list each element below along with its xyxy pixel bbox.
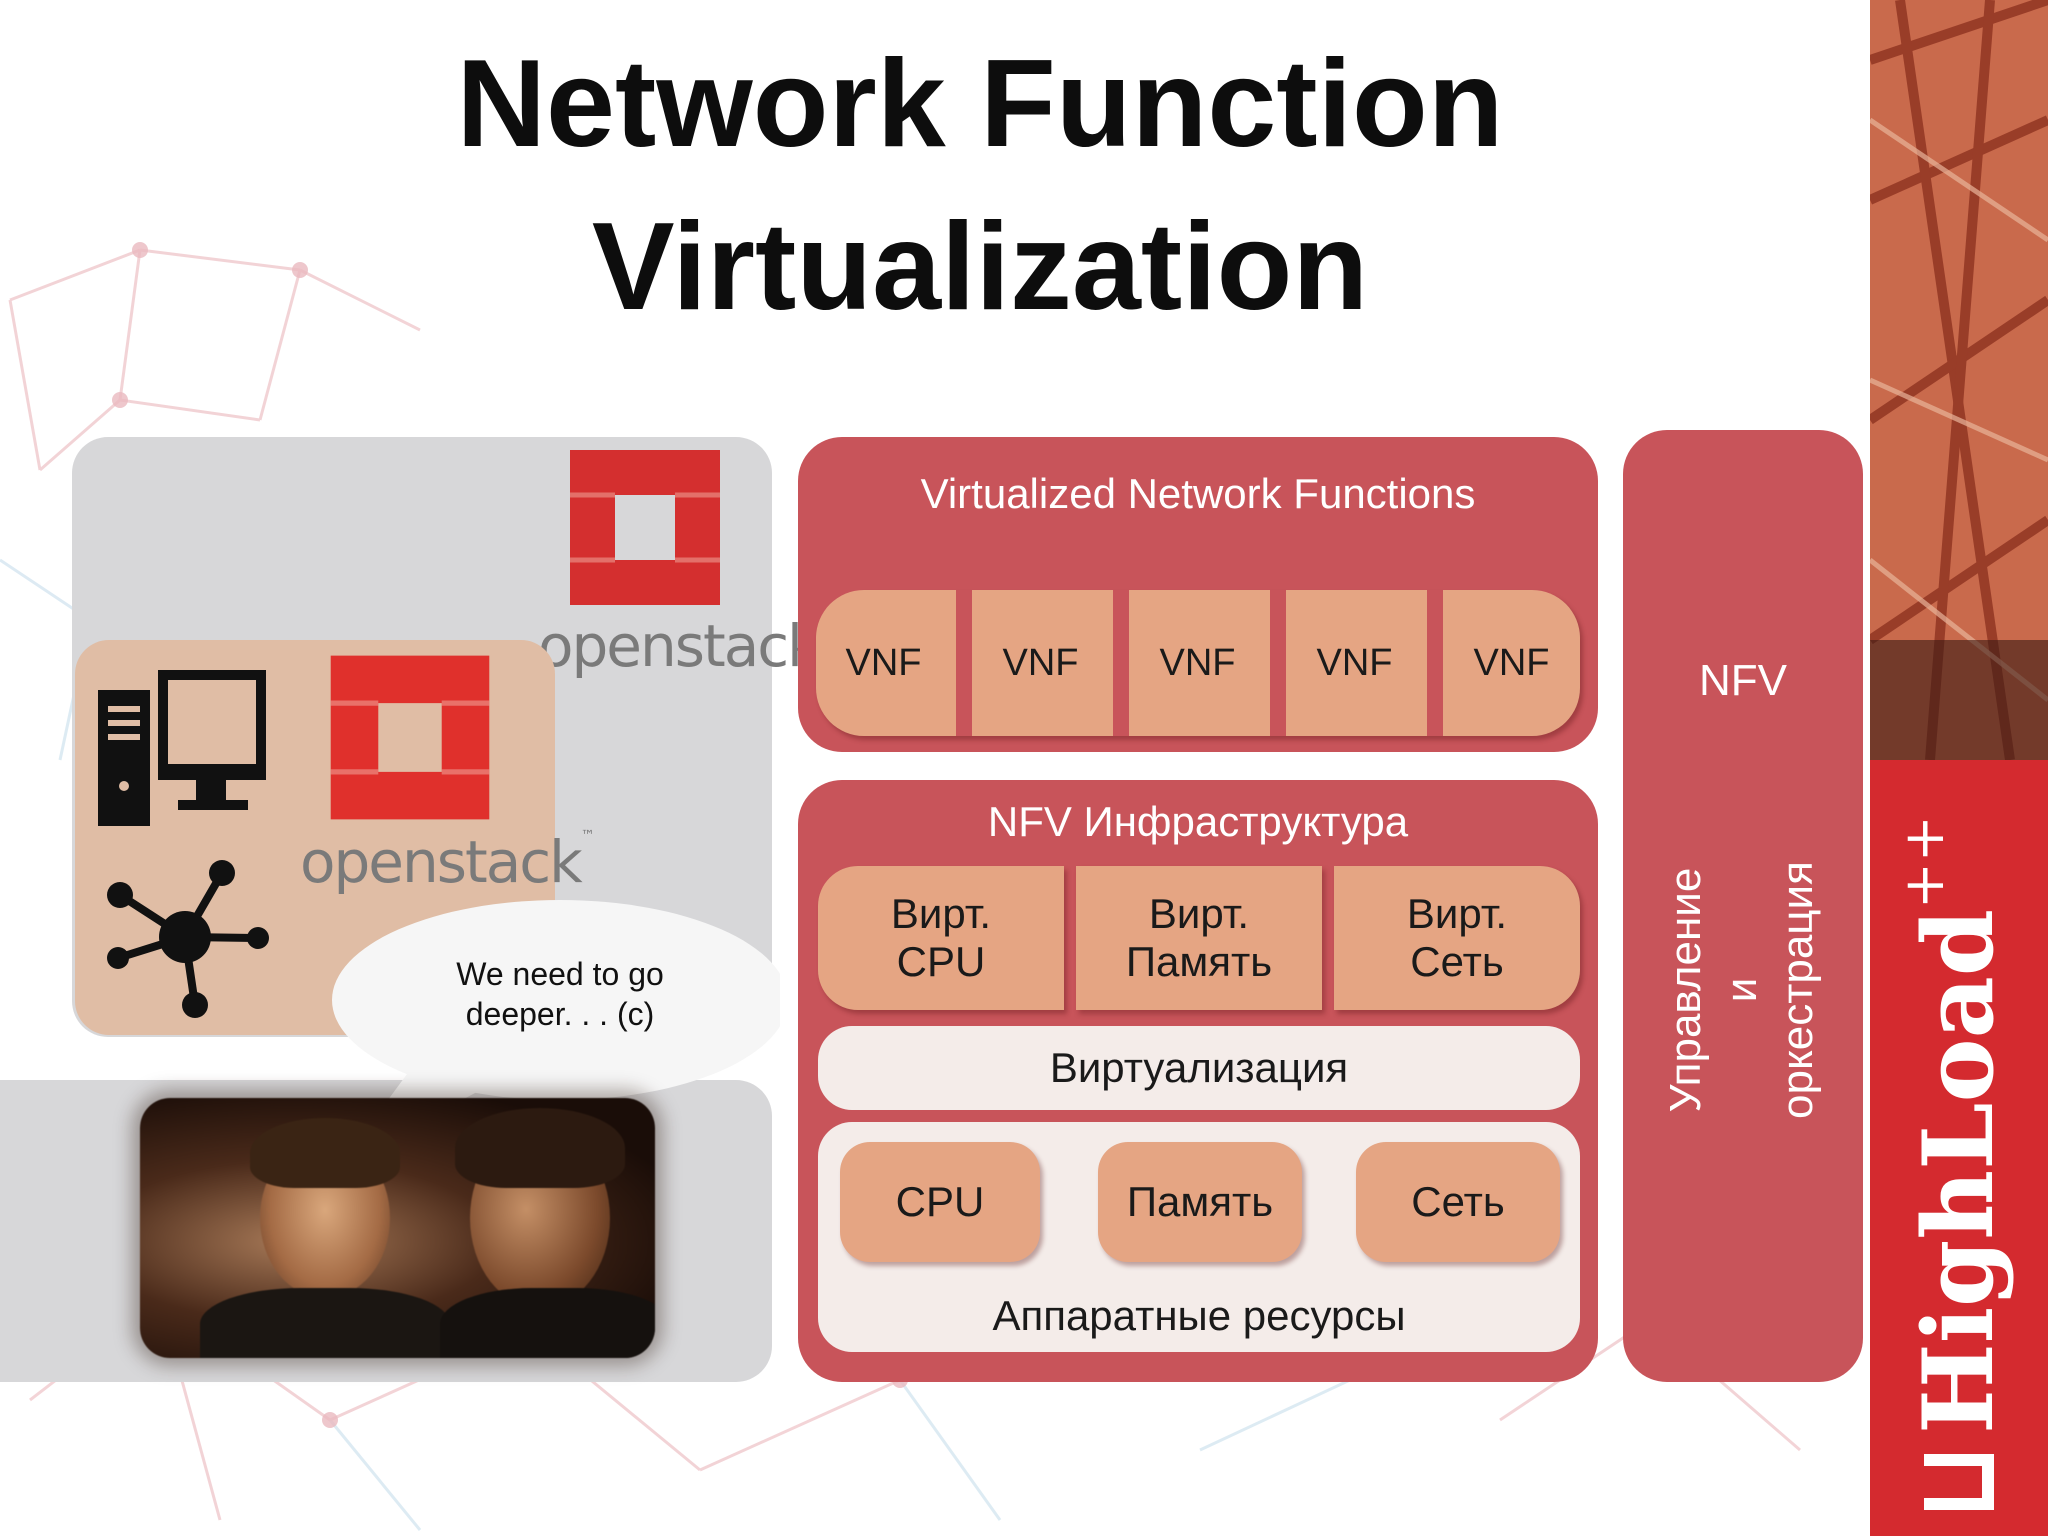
hardware-resources-label: Аппаратные ресурсы — [992, 1292, 1406, 1339]
virtualization-layer: Виртуализация — [818, 1026, 1580, 1110]
speech-line-2: deeper. . . (c) — [465, 996, 655, 1032]
virtual-cpu-box: Вирт. CPU — [818, 866, 1064, 1010]
speech-bubble-text: We need to go deeper. . . (c) — [400, 954, 720, 1034]
vnf-item: VNF — [1473, 641, 1550, 684]
openstack-wordmark-top: openstack™ — [538, 612, 833, 680]
vnf-divider — [1113, 590, 1129, 736]
vnf-item: VNF — [1159, 641, 1236, 684]
openstack-logo-icon — [570, 450, 720, 605]
vnf-item: VNF — [1002, 641, 1079, 684]
virtual-memory-box: Вирт. Память — [1076, 866, 1322, 1010]
highload-wordmark: HighLoad — [1902, 909, 2015, 1434]
virtual-memory-label-2: Память — [1125, 938, 1273, 985]
hardware-cpu-box: CPU — [840, 1142, 1040, 1262]
hardware-cpu-label: CPU — [895, 1178, 985, 1225]
vnf-item: VNF — [1316, 641, 1393, 684]
highload-mark-icon — [1924, 1454, 1994, 1510]
openstack-wordmark-inner: openstack™ — [300, 828, 595, 896]
movie-still-image — [140, 1098, 655, 1358]
virtual-network-box: Вирт. Сеть — [1334, 866, 1580, 1010]
nfv-mano-block — [1623, 430, 1863, 1382]
vnf-items: VNF VNF VNF VNF VNF — [816, 590, 1580, 736]
nfv-infrastructure-title: NFV Инфраструктура — [987, 798, 1409, 845]
virtualization-label: Виртуализация — [1049, 1044, 1349, 1091]
brand-stripe-photo — [1870, 0, 2048, 760]
virtual-network-label-1: Вирт. — [1406, 890, 1508, 937]
vnf-divider — [1270, 590, 1286, 736]
hardware-network-label: Сеть — [1411, 1178, 1505, 1225]
hardware-network-box: Сеть — [1356, 1142, 1560, 1262]
virtual-cpu-label-1: Вирт. — [890, 890, 992, 937]
speech-line-1: We need to go — [456, 956, 664, 992]
hardware-memory-label: Память — [1126, 1178, 1274, 1225]
mano-line-3: оркестрация — [1773, 861, 1822, 1119]
brand-stripe-red — [1870, 760, 2048, 1536]
slide-title-line1: Network Function — [456, 35, 1504, 173]
highload-logo-text: HighLoad ++ — [1892, 790, 2019, 1510]
computer-icon — [98, 670, 266, 826]
virtual-cpu-label-2: CPU — [896, 938, 986, 985]
mano-line-2: и — [1717, 977, 1766, 1003]
vnf-row — [816, 590, 1580, 736]
architecture-photo-texture — [1870, 0, 2048, 760]
vnf-divider — [956, 590, 972, 736]
mano-line-1: Управление — [1661, 867, 1710, 1113]
vnf-divider — [1427, 590, 1443, 736]
highload-plusplus: ++ — [1892, 815, 1957, 910]
virtual-memory-label-1: Вирт. — [1148, 890, 1250, 937]
vnf-block-title: Virtualized Network Functions — [920, 470, 1476, 517]
slide-title-line2: Virtualization — [591, 198, 1369, 336]
hardware-memory-box: Память — [1098, 1142, 1302, 1262]
virtual-network-label-2: Сеть — [1410, 938, 1504, 985]
vnf-item: VNF — [845, 641, 922, 684]
network-hub-icon — [107, 860, 269, 1018]
nfv-mano-title: NFV — [1699, 656, 1787, 705]
openstack-inner-logo-icon — [330, 655, 490, 820]
mano-vertical-text: Управление и оркестрация — [1658, 810, 1828, 1170]
